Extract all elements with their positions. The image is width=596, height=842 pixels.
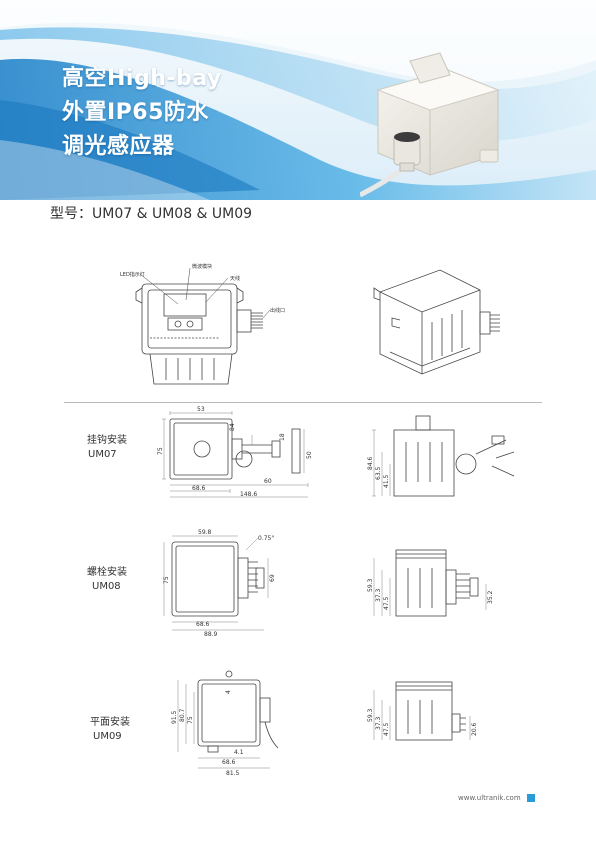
um09-dim-hole: 4 (225, 690, 232, 694)
um07-dim-arm: 60 (264, 478, 272, 485)
um09-side-drawing: 59.3 37.3 47.5 20.6 (367, 681, 478, 741)
um08-side-dim-2: 37.3 (375, 588, 382, 602)
um07-dim-total: 148.6 (240, 491, 257, 498)
um09-dim-1: 91.5 (171, 710, 178, 724)
um08-dim-thread: 0.75" (258, 535, 274, 542)
title-line-1: 高空High-bay (62, 66, 222, 91)
um07-dim-base: 68.6 (192, 485, 206, 492)
um09-dim-base: 68.6 (222, 759, 236, 766)
um08-dim-total: 88.9 (204, 631, 218, 638)
mounting-model-um09: UM09 (93, 731, 122, 742)
antenna-label: 天线 (230, 275, 240, 282)
isometric-drawing (373, 269, 500, 375)
outlet-label: 出线口 (270, 307, 285, 314)
footer-website[interactable]: www.ultranik.com (458, 794, 521, 802)
led-indicator-label: LED指示灯 (120, 271, 145, 278)
um09-side-dim-4: 20.6 (471, 722, 478, 736)
sensor-module-label: 微波模块 (192, 263, 212, 270)
internal-layout-drawing: LED指示灯 微波模块 天线 出线口 (120, 263, 285, 385)
um09-dim-3: 75 (187, 716, 194, 724)
um08-dim-base: 68.6 (196, 621, 210, 628)
um09-side-dim-1: 59.3 (367, 708, 374, 722)
um07-side-dim-3: 41.5 (383, 474, 390, 488)
um07-dim-width: 53 (197, 406, 205, 413)
mounting-model-um07: UM07 (88, 449, 117, 460)
um09-dim-total: 81.5 (226, 770, 240, 777)
um09-front-drawing: 4 91.5 80.7 75 4.1 68.6 81.5 (171, 670, 279, 777)
title-line-3: 调光感应器 (62, 134, 175, 159)
um07-dim-hook: 18 (279, 433, 286, 441)
um08-side-drawing: 59.3 37.3 47.5 35.2 (367, 549, 494, 617)
mounting-label-flat: 平面安装 (90, 717, 130, 728)
um07-side-drawing: 84.6 63.5 41.5 (367, 415, 515, 497)
sensor-product-photo (360, 52, 500, 198)
mounting-model-um08: UM08 (92, 581, 121, 592)
um08-side-dim-4: 35.2 (487, 590, 494, 604)
um08-side-dim-3: 47.5 (383, 596, 390, 610)
um08-dim-height: 75 (163, 576, 170, 584)
um07-front-drawing: 53 84 75 18 50 60 68.6 148.6 (157, 406, 313, 498)
um08-dim-width: 59.8 (198, 529, 212, 536)
um07-side-dim-1: 84.6 (367, 456, 374, 470)
mounting-label-bolt: 螺栓安装 (87, 567, 127, 578)
um09-side-dim-2: 37.3 (375, 716, 382, 730)
um07-dim-hook-height: 50 (306, 451, 313, 459)
model-numbers: 型号：UM07 & UM08 & UM09 (50, 206, 253, 222)
um08-dim-outlet: 69 (269, 574, 276, 582)
footer-square-icon (527, 794, 535, 802)
section-divider (64, 402, 542, 403)
um07-side-dim-2: 63.5 (375, 466, 382, 480)
mounting-label-hook: 挂钩安装 (87, 435, 127, 446)
um07-dim-body-height: 75 (157, 447, 164, 455)
um08-side-dim-1: 59.3 (367, 578, 374, 592)
title-line-2: 外置IP65防水 (62, 100, 209, 125)
um09-dim-2: 80.7 (179, 708, 186, 722)
um08-front-drawing: 59.8 0.75" 75 69 68.6 88.9 (163, 529, 276, 638)
header-banner: 高空High-bay 外置IP65防水 调光感应器 (0, 0, 596, 200)
um07-dim-height: 84 (229, 423, 236, 431)
um09-side-dim-3: 47.5 (383, 722, 390, 736)
um09-dim-4: 4.1 (234, 749, 244, 756)
